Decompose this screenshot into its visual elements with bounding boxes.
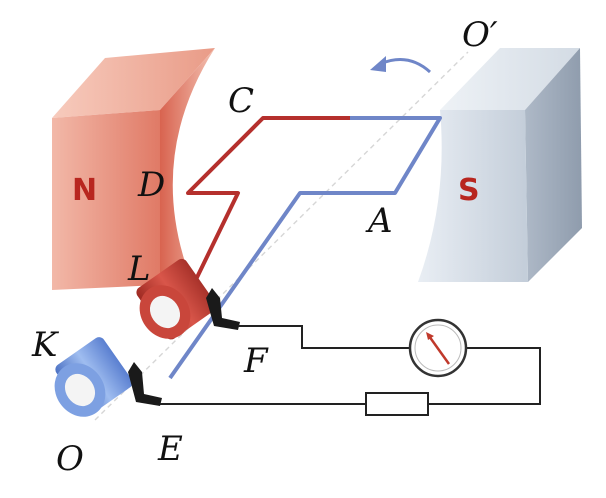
brush-e <box>128 362 162 406</box>
coil-red-side <box>184 116 350 301</box>
south-pole-label: S <box>458 173 480 208</box>
external-circuit <box>160 325 541 405</box>
label-f: F <box>243 341 269 381</box>
south-magnet-side <box>525 48 582 282</box>
slip-ring-l <box>136 258 217 340</box>
label-e: E <box>157 429 183 469</box>
rotation-arrow-icon <box>379 58 432 74</box>
brush-f <box>206 288 240 330</box>
label-o: O <box>56 439 84 479</box>
label-l: L <box>127 249 151 289</box>
rotation-axis <box>94 51 469 421</box>
label-d: D <box>137 165 165 205</box>
north-magnet-top <box>52 48 215 118</box>
slip-ring-l-hole <box>149 295 181 329</box>
coil-blue-side <box>168 116 442 380</box>
label-o-prime: O′ <box>462 15 498 55</box>
galvanometer-icon <box>408 318 468 378</box>
resistor-icon <box>365 392 429 416</box>
north-magnet-concave-face <box>160 48 215 285</box>
north-magnet: N <box>52 48 215 290</box>
slip-ring-k <box>54 337 133 417</box>
north-pole-label: N <box>72 173 97 208</box>
south-magnet-front <box>418 110 528 282</box>
rotation-arrowhead <box>370 56 386 72</box>
galvanometer-needle <box>427 335 451 365</box>
north-magnet-front <box>52 110 160 290</box>
slip-ring-k-hole <box>64 373 96 407</box>
south-magnet-top <box>440 48 580 110</box>
label-k: K <box>31 325 60 365</box>
label-c: C <box>228 81 254 121</box>
south-magnet: S <box>418 48 582 282</box>
label-a: A <box>365 201 393 241</box>
